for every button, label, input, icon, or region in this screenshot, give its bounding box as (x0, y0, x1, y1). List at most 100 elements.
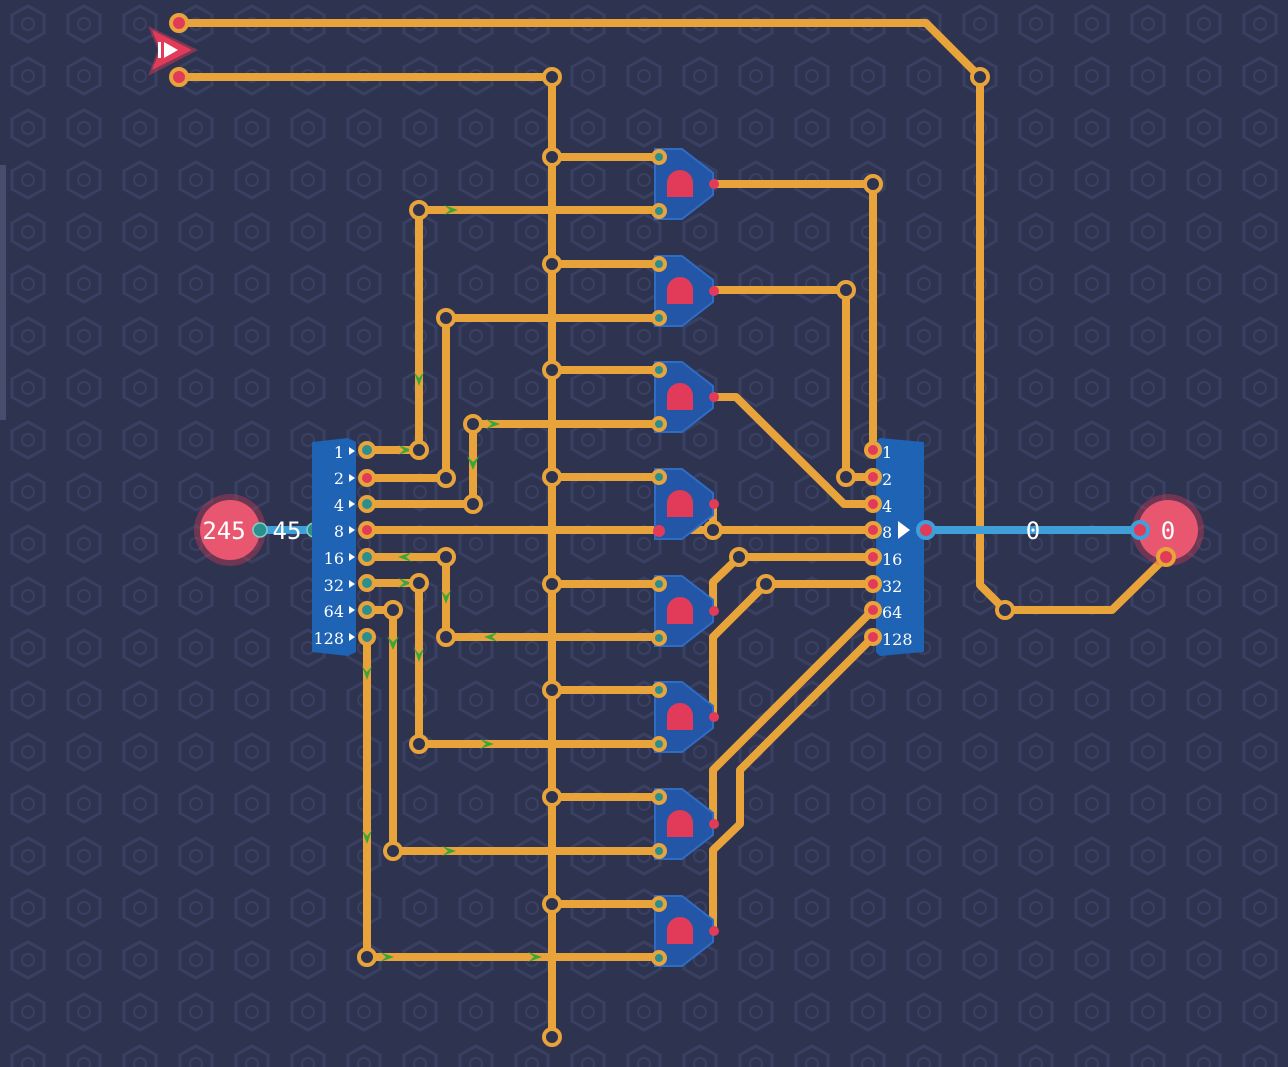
node[interactable] (836, 467, 856, 487)
node[interactable] (542, 787, 562, 807)
splitter-out-1[interactable] (358, 441, 376, 459)
splitter-out-4[interactable] (358, 495, 376, 513)
joiner-in-32[interactable] (864, 575, 882, 593)
and-gate-icon (667, 810, 693, 837)
splitter-label-32: 32 (324, 576, 344, 595)
node[interactable] (542, 67, 562, 87)
wire-gate3-out[interactable] (709, 393, 877, 508)
node[interactable] (995, 600, 1015, 620)
joiner-in-64[interactable] (864, 601, 882, 619)
splitter-out-16[interactable] (358, 548, 376, 566)
joiner[interactable]: 1 2 4 8 16 32 64 128 (864, 438, 936, 656)
joiner-in-128[interactable] (864, 628, 882, 646)
wire-bit2[interactable] (363, 314, 662, 482)
and-gate-5[interactable] (651, 575, 719, 647)
node[interactable] (436, 627, 456, 647)
and-gate-2[interactable] (651, 255, 719, 327)
wire-gate5-out[interactable] (709, 553, 877, 614)
splitter-label-64: 64 (324, 602, 344, 621)
junction-nodes[interactable] (357, 67, 1015, 1047)
splitter-out-128[interactable] (358, 628, 376, 646)
wire-bit64[interactable] (363, 606, 662, 855)
and-gate-7[interactable] (651, 788, 719, 860)
and-gate-icon (667, 383, 693, 410)
node[interactable] (756, 574, 776, 594)
joiner-label-2: 2 (882, 470, 892, 489)
node[interactable] (836, 280, 856, 300)
wire-bit32[interactable] (363, 579, 662, 748)
joiner-in-4[interactable] (864, 495, 882, 513)
joiner-in-1[interactable] (864, 441, 882, 459)
source-pin-top[interactable] (169, 13, 189, 33)
joiner-label-1: 1 (882, 443, 892, 462)
node[interactable] (383, 600, 403, 620)
joiner-body (876, 438, 924, 656)
node[interactable] (409, 573, 429, 593)
wire-gate8-out[interactable] (709, 633, 877, 934)
node[interactable] (383, 841, 403, 861)
splitter[interactable]: 1 2 4 8 16 32 64 128 (312, 438, 376, 656)
node[interactable] (436, 468, 456, 488)
output-display[interactable]: 0 (1130, 494, 1204, 567)
wire-gate7-out[interactable] (709, 606, 877, 828)
wire-source-top[interactable] (175, 19, 1170, 614)
node[interactable] (863, 174, 883, 194)
node[interactable] (703, 520, 723, 540)
joiner-output-arrow-icon (898, 521, 910, 539)
node[interactable] (542, 147, 562, 167)
node[interactable] (970, 67, 990, 87)
joiner-in-16[interactable] (864, 548, 882, 566)
joiner-label-64: 64 (882, 603, 902, 622)
splitter-out-8[interactable] (358, 521, 376, 539)
splitter-label-1: 1 (334, 443, 344, 462)
output-value: 0 (1161, 517, 1175, 545)
joiner-in-2[interactable] (864, 468, 882, 486)
node[interactable] (409, 734, 429, 754)
and-gate-6[interactable] (651, 681, 719, 753)
wire-bit1[interactable] (363, 206, 662, 454)
and-gate-1[interactable] (651, 148, 719, 220)
node[interactable] (542, 467, 562, 487)
splitter-label-16: 16 (324, 549, 344, 568)
gates[interactable] (651, 148, 719, 967)
and-gate-icon (667, 490, 693, 517)
node[interactable] (542, 360, 562, 380)
splitter-label-128: 128 (313, 629, 344, 648)
node[interactable] (542, 1027, 562, 1047)
wire-gate2-out[interactable] (709, 286, 877, 481)
splitter-out-32[interactable] (358, 574, 376, 592)
and-gate-3[interactable] (651, 361, 719, 433)
clock-source[interactable] (148, 13, 198, 87)
node[interactable] (542, 894, 562, 914)
and-gate-icon (667, 703, 693, 730)
left-edge-handle[interactable] (0, 165, 6, 420)
input-output-pin[interactable] (252, 522, 268, 538)
node[interactable] (729, 547, 749, 567)
splitter-out-2[interactable] (358, 469, 376, 487)
node[interactable] (542, 680, 562, 700)
clock-source-icon (164, 42, 178, 58)
source-pin-bottom[interactable] (169, 67, 189, 87)
node[interactable] (436, 308, 456, 328)
output-input-pin[interactable] (1130, 520, 1150, 540)
node[interactable] (463, 414, 483, 434)
and-gate-8[interactable] (651, 895, 719, 967)
node[interactable] (436, 547, 456, 567)
joiner-in-8[interactable] (864, 521, 882, 539)
splitter-out-64[interactable] (358, 601, 376, 619)
node[interactable] (542, 254, 562, 274)
node[interactable] (357, 947, 377, 967)
node[interactable] (542, 574, 562, 594)
joiner-output-pin[interactable] (916, 520, 936, 540)
joiner-label-4: 4 (882, 497, 892, 516)
node[interactable] (409, 440, 429, 460)
node[interactable] (409, 200, 429, 220)
output-control-pin[interactable] (1156, 547, 1176, 567)
node[interactable] (463, 494, 483, 514)
and-gate-4[interactable] (651, 468, 719, 540)
input-display[interactable]: 245 45 (194, 494, 322, 566)
joiner-label-8: 8 (882, 523, 892, 542)
and-gate-icon (667, 170, 693, 197)
wire-gate6-out[interactable] (709, 580, 877, 721)
